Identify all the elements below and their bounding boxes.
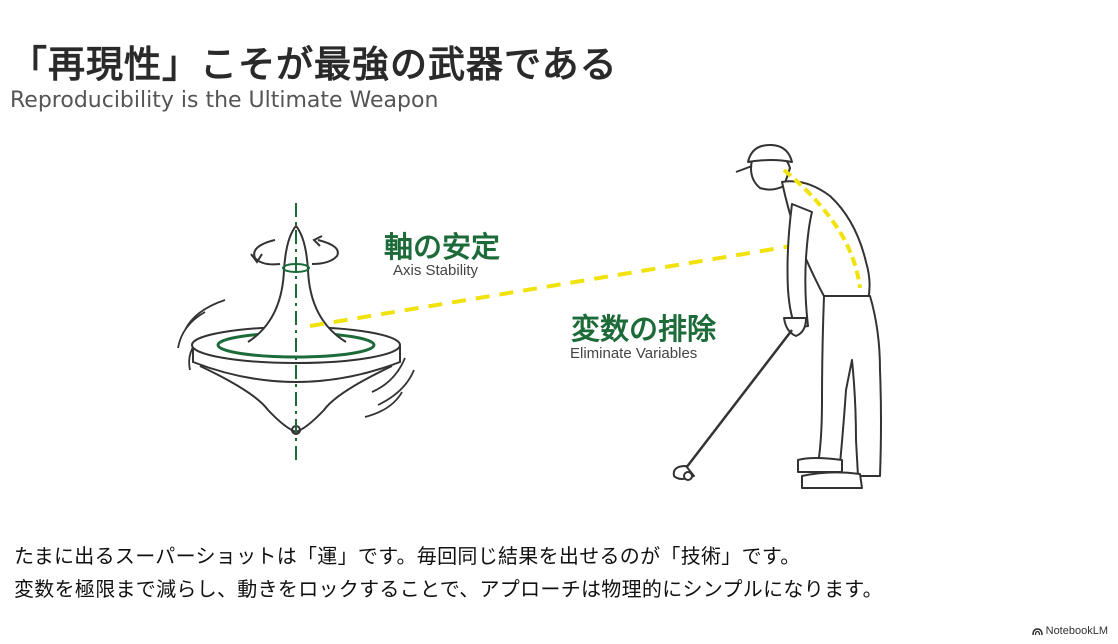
motion-lines-right (364, 357, 415, 418)
eliminate-variables-label-en: Eliminate Variables (570, 345, 698, 362)
golfer-legs (817, 295, 882, 477)
rotation-arrow-right (311, 239, 339, 265)
golfer-cap (735, 143, 793, 173)
body-text-line-2: 変数を極限まで減らし、動きをロックすることで、アプローチは物理的にシンプルになり… (14, 577, 883, 601)
brand-watermark: NotebookLM (1031, 625, 1108, 637)
golfer-shoe-left (797, 457, 843, 473)
axis-stability-label-jp: 軸の安定 (384, 230, 501, 264)
notebooklm-logo-icon (1031, 627, 1043, 635)
golf-club-shaft (685, 329, 793, 469)
golfer-illustration (672, 143, 882, 489)
body-text-line-1: たまに出るスーパーショットは「運」です。毎回同じ結果を出せるのが「技術」です。 (14, 544, 801, 568)
slide-title-en: Reproducibility is the Ultimate Weapon (10, 88, 439, 113)
golf-ball (683, 471, 693, 481)
slide-title-jp: 「再現性」こそが最強の武器である (10, 43, 618, 86)
connection-dashed-line (309, 236, 841, 328)
illustration (177, 143, 882, 489)
brand-name: NotebookLM (1045, 625, 1108, 637)
axis-stability-label-en: Axis Stability (393, 262, 479, 279)
golfer-shoe-right (801, 471, 863, 489)
eliminate-variables-label-jp: 変数の排除 (571, 312, 717, 346)
golfer-hands (783, 317, 807, 337)
